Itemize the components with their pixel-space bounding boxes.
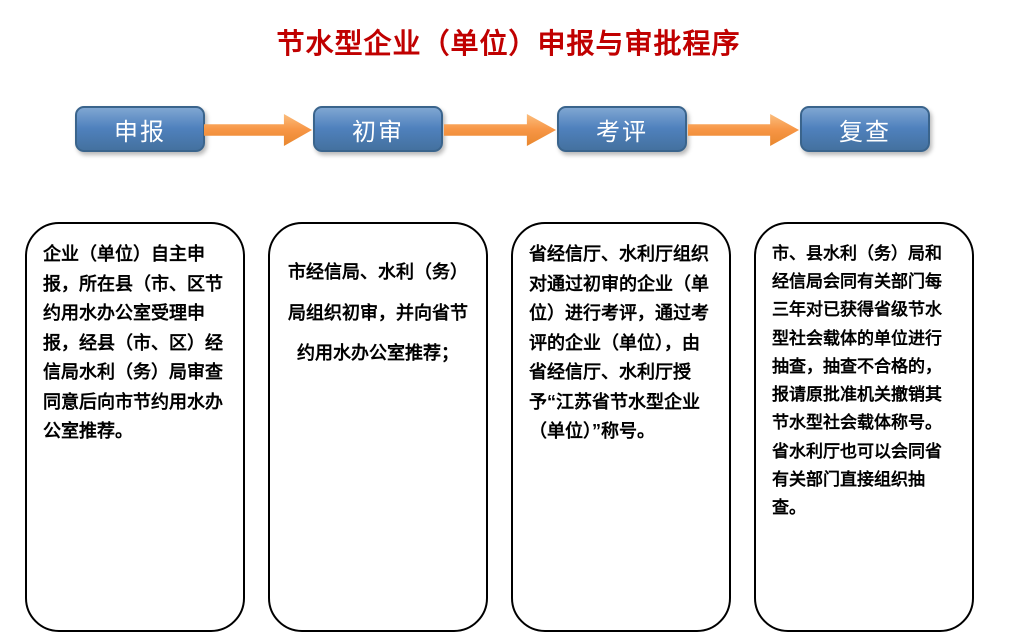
page-title: 节水型企业（单位）申报与审批程序 — [276, 29, 741, 60]
desc-box-evaluation: 省经信厅、水利厅组织对通过初审的企业（单位）进行考评，通过考评的企业（单位），由… — [511, 222, 731, 632]
step-box-initial-review: 初审 — [313, 106, 443, 152]
step-box-recheck: 复查 — [800, 106, 930, 152]
arrow-initial-review-to-evaluation — [444, 114, 556, 146]
step-box-evaluation: 考评 — [557, 106, 687, 152]
desc-box-declare: 企业（单位）自主申报，所在县（市、区节约用水办公室受理申报，经县（市、区）经信局… — [25, 222, 245, 632]
desc-box-initial-review: 市经信局、水利（务）局组织初审，并向省节约用水办公室推荐； — [268, 222, 488, 632]
desc-box-recheck: 市、县水利（务）局和经信局会同有关部门每三年对已获得省级节水型社会载体的单位进行… — [754, 222, 974, 632]
step-box-declare: 申报 — [75, 106, 205, 152]
arrow-evaluation-to-recheck — [688, 114, 799, 146]
arrow-declare-to-initial-review — [204, 114, 312, 146]
